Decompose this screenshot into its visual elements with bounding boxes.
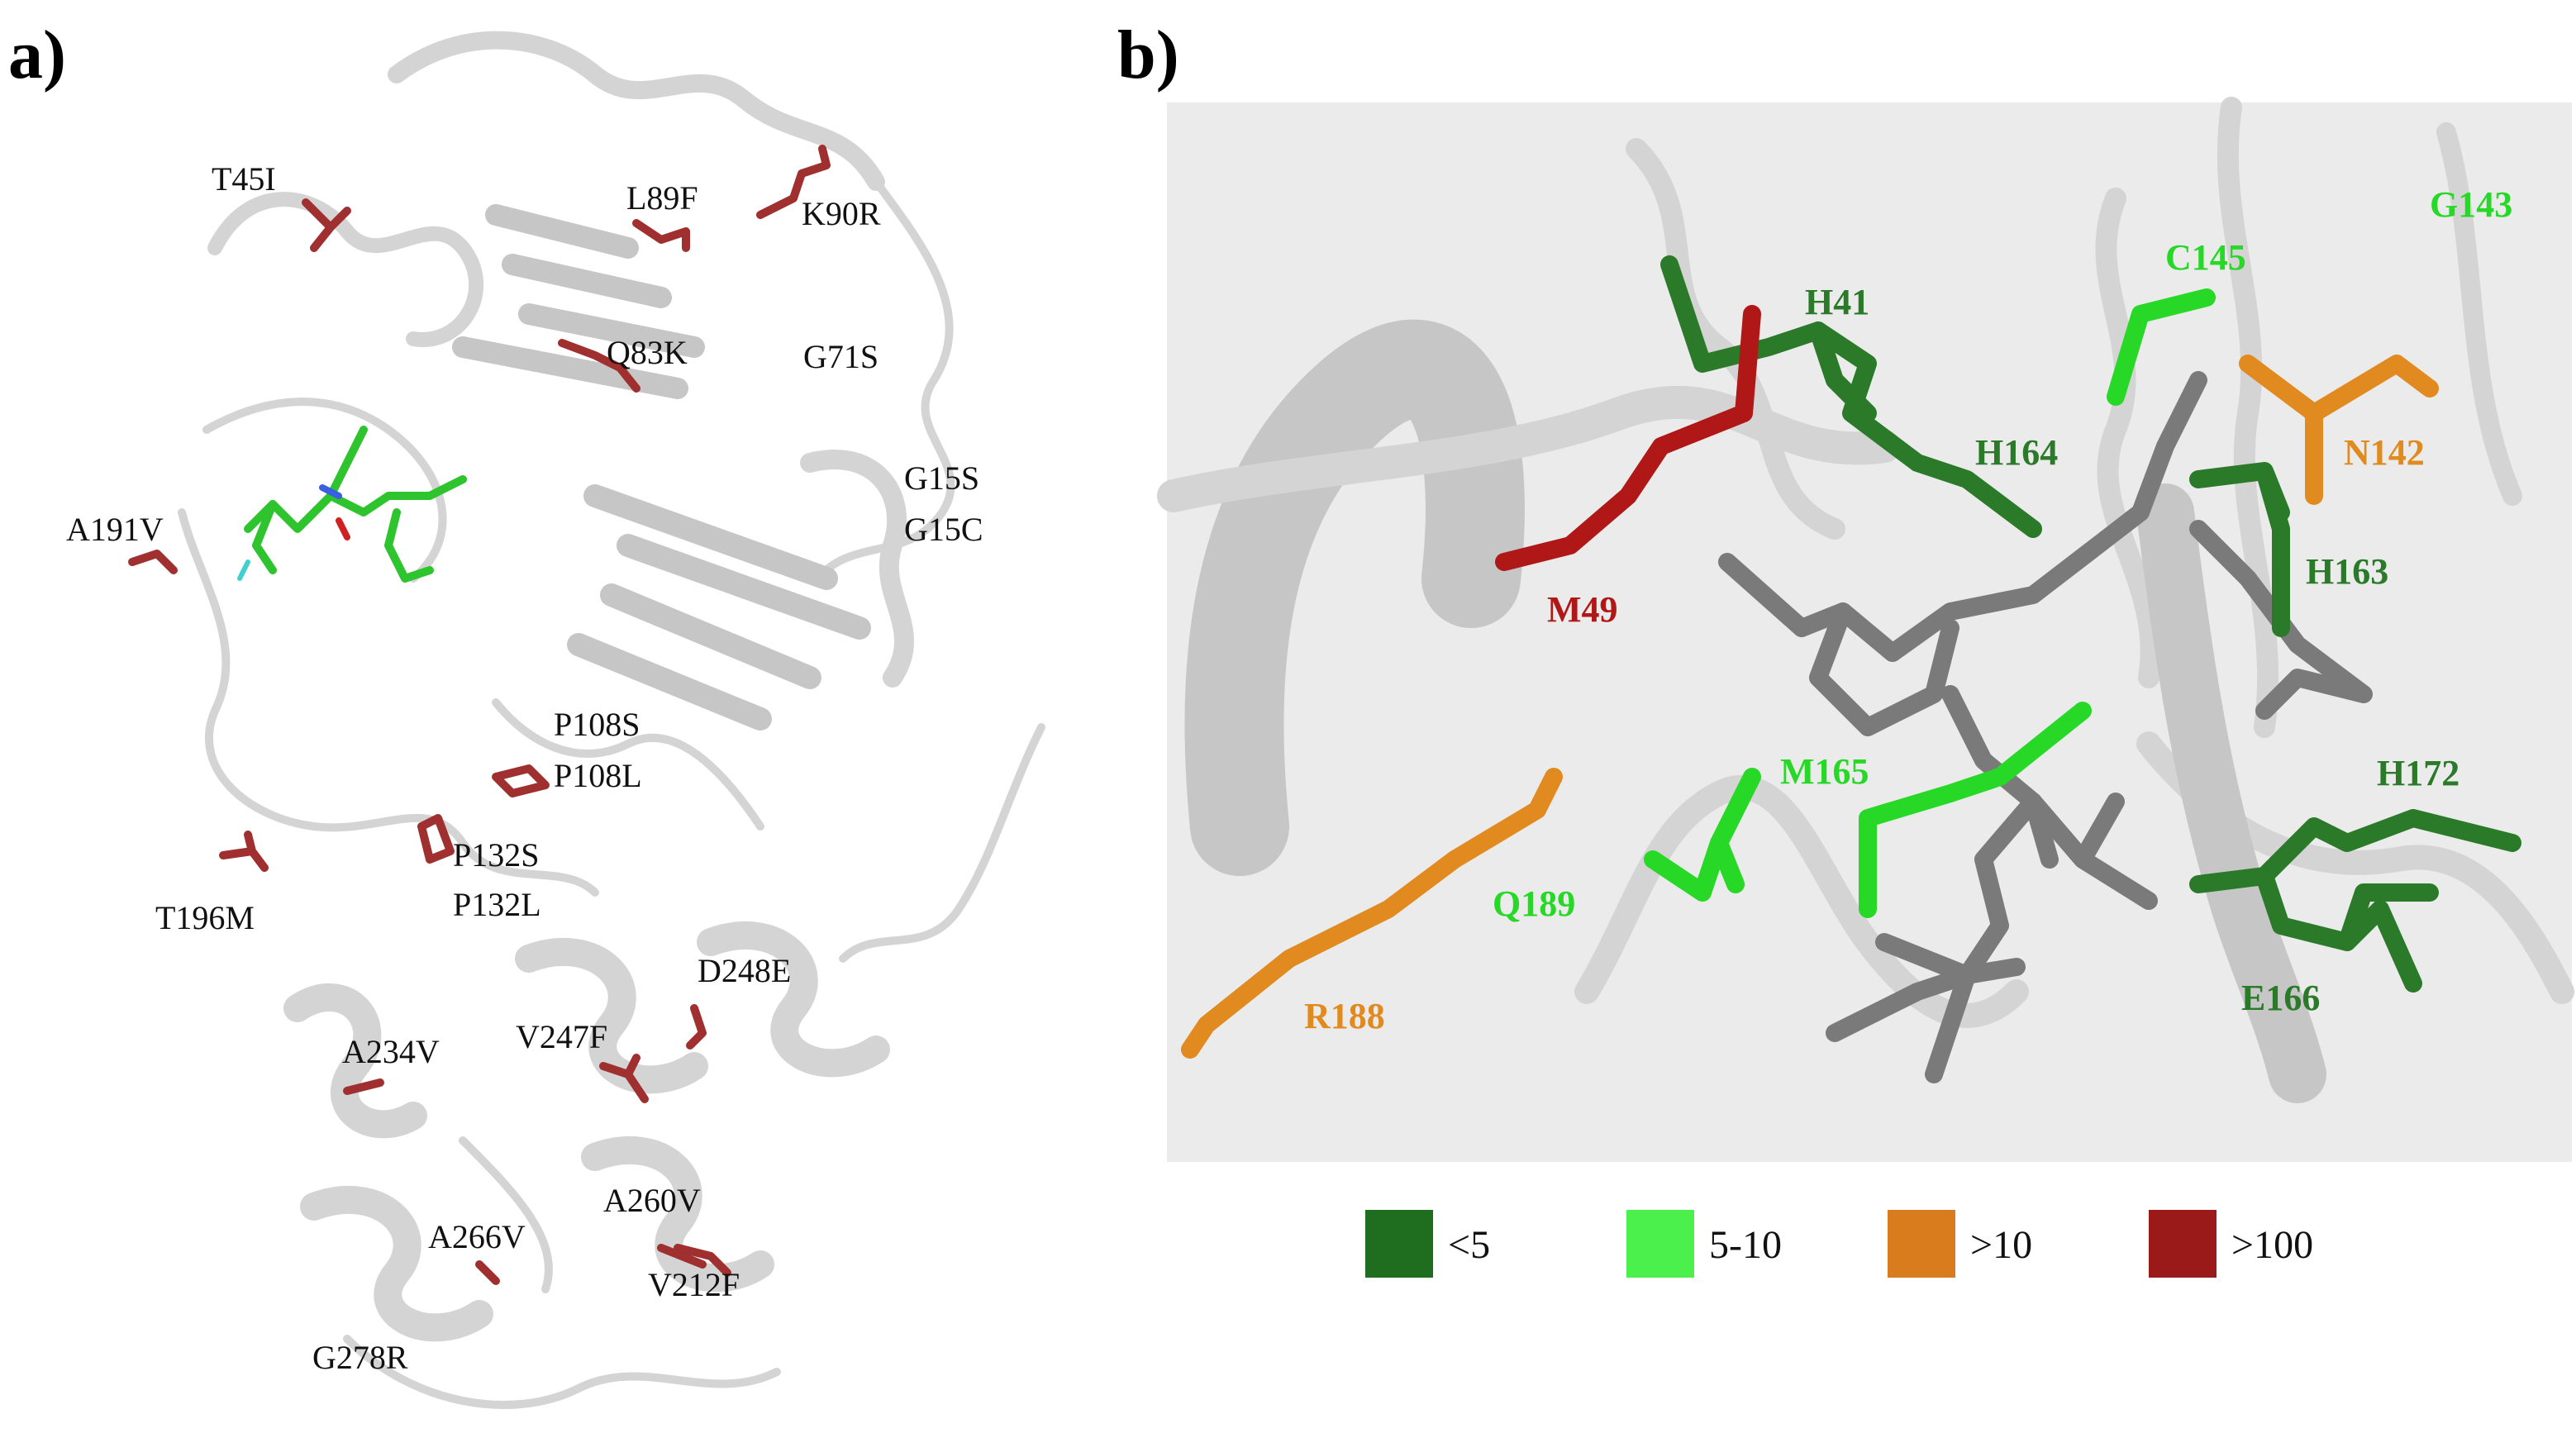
mutation-label-q83k: Q83K (607, 334, 688, 371)
residue-label-m49: M49 (1547, 589, 1618, 630)
mutation-label-k90r: K90R (802, 195, 881, 232)
protein-backbone-cartoon (178, 31, 1045, 1409)
legend-swatch-3 (2149, 1210, 2217, 1278)
mutation-label-g278r: G278R (312, 1339, 408, 1376)
residue-label-e166: E166 (2241, 978, 2320, 1018)
legend-swatch-2 (1888, 1210, 1955, 1278)
legend-swatch-0 (1365, 1210, 1433, 1278)
residue-label-h172: H172 (2377, 753, 2459, 793)
panel-b-tag: b) (1117, 17, 1179, 93)
mutation-label-g15c: G15C (904, 511, 983, 548)
mutation-label-v247f: V247F (516, 1018, 607, 1055)
mutation-label-d248e: D248E (698, 952, 791, 989)
residue-label-n142: N142 (2344, 432, 2425, 473)
mutation-label-p132s: P132S (453, 836, 540, 874)
legend-swatch-1 (1626, 1210, 1694, 1278)
mutation-label-g15s: G15S (904, 459, 979, 497)
legend-label-1: 5-10 (1709, 1223, 1782, 1267)
legend-label-0: <5 (1448, 1223, 1490, 1267)
mutation-label-l89f: L89F (626, 179, 698, 217)
active-site-backbone (1157, 97, 2574, 1103)
mutation-label-t45i: T45I (212, 160, 276, 198)
legend-label-3: >100 (2231, 1223, 2313, 1267)
residue-label-r188: R188 (1304, 996, 1385, 1036)
mutation-label-a234v: A234V (342, 1033, 440, 1070)
residue-label-q189: Q189 (1493, 883, 1575, 924)
mutation-label-t196m: T196M (155, 899, 255, 936)
mutation-label-a260v: A260V (603, 1182, 701, 1219)
mutation-label-v212f: V212F (648, 1266, 740, 1303)
mutation-label-a266v: A266V (428, 1218, 526, 1255)
ligand-sticks (237, 426, 467, 583)
residue-label-h163: H163 (2306, 551, 2388, 592)
residue-label-g143: G143 (2430, 184, 2512, 225)
mutation-sticks (128, 145, 831, 1285)
residue-sticks (1181, 255, 2521, 1059)
legend: <5 5-10 >10 >100 (1365, 1210, 2313, 1278)
mutation-label-a191v: A191V (66, 511, 164, 548)
mutation-label-g71s: G71S (803, 338, 879, 375)
ligand-gray-sticks (1718, 371, 2373, 1083)
residue-label-h164: H164 (1975, 432, 2058, 473)
residue-label-c145: C145 (2165, 237, 2246, 278)
legend-label-2: >10 (1970, 1223, 2032, 1267)
residue-label-m165: M165 (1780, 751, 1869, 792)
mutation-label-p132l: P132L (453, 886, 541, 923)
mutation-label-p108l: P108L (554, 757, 642, 794)
residue-label-h41: H41 (1805, 282, 1869, 322)
panel-b: b) (1117, 17, 2574, 1278)
panel-a: a) (8, 17, 1045, 1409)
panel-a-tag: a) (8, 17, 66, 93)
mutation-label-p108s: P108S (554, 706, 640, 743)
